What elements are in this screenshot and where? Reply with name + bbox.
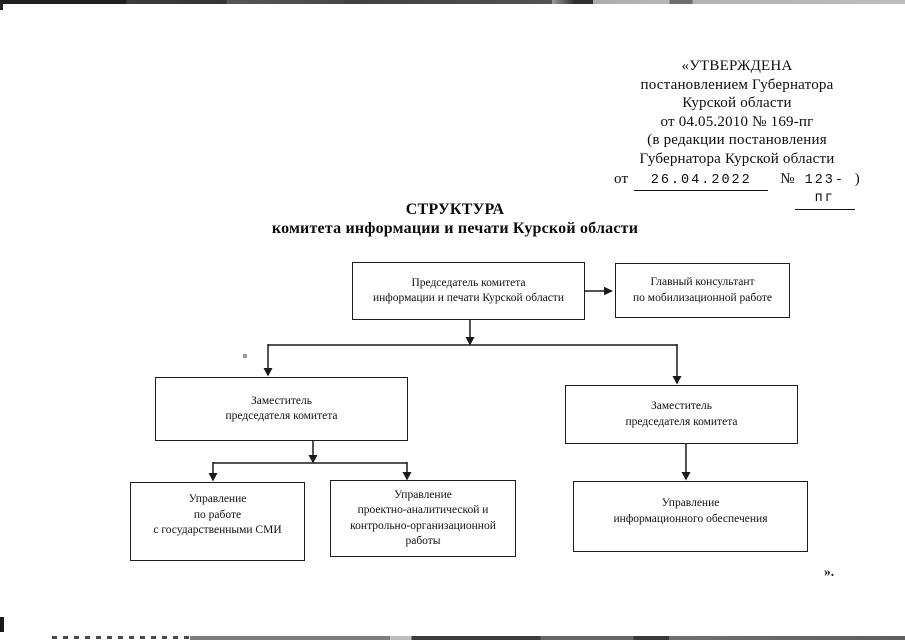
org-box-label-line: с государственными СМИ: [153, 524, 282, 536]
org-box-label-line: по мобилизационной работе: [633, 291, 772, 304]
org-box-label-line: проектно-аналитической и: [357, 504, 489, 516]
org-box-label-line: Главный консультант: [650, 276, 755, 288]
arrow-head-down-icon: [208, 473, 218, 482]
amendment-suffix: ): [854, 170, 860, 187]
org-box-label-line: по работе: [193, 508, 242, 521]
arrow-head-down-icon: [308, 455, 318, 464]
amendment-number-sign: №: [780, 170, 795, 187]
approval-line: (в редакции постановления: [647, 132, 827, 149]
approval-line: постановлением Губернатора: [640, 76, 834, 93]
org-box-label-line: Управление: [188, 493, 247, 505]
approval-line: Губернатора Курской области: [639, 150, 835, 167]
amendment-number-field: 123-пг: [794, 172, 855, 210]
title-line-2: комитета информации и печати Курской обл…: [271, 219, 639, 237]
title-line-1: СТРУКТУРА: [405, 201, 505, 218]
scan-artifact-bottom-dashes: [52, 636, 190, 639]
org-box-label-line: Управление: [661, 497, 720, 509]
approval-amendment-line: от 26.04.2022 № 123-пг ): [598, 170, 876, 210]
org-box-label-line: контрольно-организационной: [350, 519, 496, 532]
org-box-dept-project-analytics: Управление проектно-аналитической и конт…: [330, 480, 516, 557]
scan-artifact-dot: [243, 354, 247, 358]
org-box-deputy-chairman-right: Заместитель председателя комитета: [565, 385, 798, 444]
org-box-chief-consultant: Главный консультант по мобилизационной р…: [615, 263, 790, 318]
org-box-label-line: работы: [405, 535, 441, 547]
org-box-label-line: председателя комитета: [225, 410, 338, 422]
scan-artifact-bottom-edge: [190, 636, 905, 640]
org-box-label-line: Управление: [394, 488, 452, 501]
arrow-head-right-icon: [604, 286, 613, 296]
org-box-label-line: информационного обеспечения: [613, 512, 768, 525]
org-box-dept-state-media: Управление по работе с государственными …: [130, 482, 305, 561]
org-box-label-line: Заместитель: [251, 394, 312, 407]
org-box-label-line: информации и печати Курской области: [372, 292, 564, 304]
org-box-label-line: Заместитель: [651, 400, 712, 412]
scan-artifact-bottom-left-mark: [0, 617, 4, 632]
arrow-head-down-icon: [465, 337, 475, 346]
org-box-label-line: Председатель комитета: [411, 276, 526, 289]
org-box-label-line: председателя комитета: [625, 415, 738, 428]
document-title: СТРУКТУРА комитета информации и печати К…: [150, 201, 760, 238]
arrow-head-down-icon: [672, 376, 682, 385]
approval-line: Курской области: [682, 95, 792, 112]
org-box-deputy-chairman-left: Заместитель председателя комитета: [155, 377, 408, 441]
closing-quote-mark: ».: [824, 564, 835, 579]
scan-artifact-top-left-tick: [0, 0, 3, 10]
amendment-prefix: от: [614, 170, 629, 187]
approval-line: «УТВЕРЖДЕНА: [681, 58, 793, 74]
approval-line: от 04.05.2010 № 169-пг: [660, 113, 814, 130]
approval-stamp-block: «УТВЕРЖДЕНА постановлением Губернатора К…: [598, 57, 876, 210]
amendment-date-field: 26.04.2022: [634, 172, 769, 192]
org-box-chairman: Председатель комитета информации и печат…: [352, 262, 585, 320]
scan-artifact-top-edge: [0, 0, 905, 4]
org-box-dept-information: Управление информационного обеспечения: [573, 481, 808, 552]
arrow-head-down-icon: [681, 472, 691, 481]
arrow-head-down-icon: [263, 368, 273, 377]
